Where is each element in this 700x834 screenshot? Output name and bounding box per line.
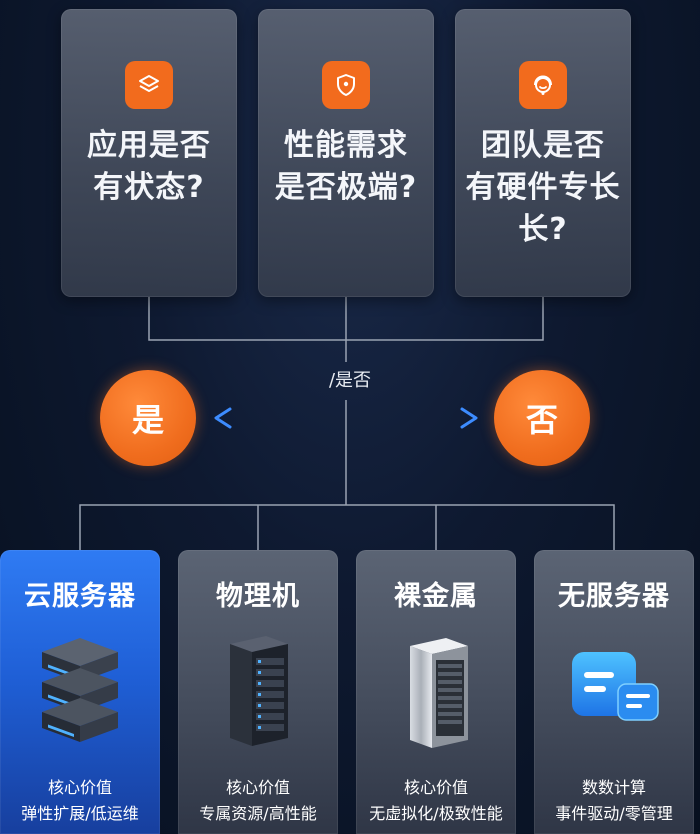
metal-server-icon: [410, 638, 468, 748]
option-value-title: 核心价值: [47, 778, 112, 797]
option-title: 云服务器: [24, 581, 136, 612]
no-circle: 否: [494, 370, 590, 466]
option-title: 无服务器: [558, 581, 670, 612]
serverless-cube-icon: [572, 652, 659, 721]
question-card-stateful: 应用是否 有状态?: [61, 9, 237, 297]
option-card-serverless: 无服务器 数数计算 事件驱动/零管理: [534, 550, 694, 834]
option-value-desc: 事件驱动/零管理: [555, 804, 673, 823]
server-rack-icon: [230, 636, 288, 746]
option-value-title: 数数计算: [581, 778, 646, 797]
option-value-desc: 弹性扩展/低运维: [21, 804, 139, 823]
option-title: 物理机: [216, 581, 300, 612]
option-value-desc: 无虚拟化/极致性能: [369, 804, 503, 823]
yes-circle: 是: [100, 370, 196, 466]
question-text: 团队是否 有硬件专长 长?: [465, 128, 621, 247]
shield-icon: [322, 61, 370, 109]
question-card-performance: 性能需求 是否极端?: [258, 9, 434, 297]
question-card-hardware-expertise: 团队是否 有硬件专长 长?: [455, 9, 631, 297]
option-card-cloud-server: 云服务器 核心价值 弹性扩展/低运维: [0, 550, 160, 834]
server-stack-icon: [42, 638, 118, 742]
option-value-title: 核心价值: [403, 778, 468, 797]
decision-label: /是否: [328, 370, 372, 391]
option-card-physical-machine: 物理机 核心价值 专属资源/高性能: [178, 550, 338, 834]
option-value-desc: 专属资源/高性能: [199, 804, 317, 823]
question-text: 性能需求 是否极端?: [274, 128, 418, 205]
support-agent-icon: [519, 61, 567, 109]
option-title: 裸金属: [394, 581, 478, 612]
double-arrow: [214, 407, 478, 429]
question-text: 应用是否 有状态?: [87, 128, 211, 205]
option-value-title: 核心价值: [225, 778, 290, 797]
layers-icon: [125, 61, 173, 109]
option-card-bare-metal: 裸金属 核心价值 无虚拟化/极致性能: [356, 550, 516, 834]
